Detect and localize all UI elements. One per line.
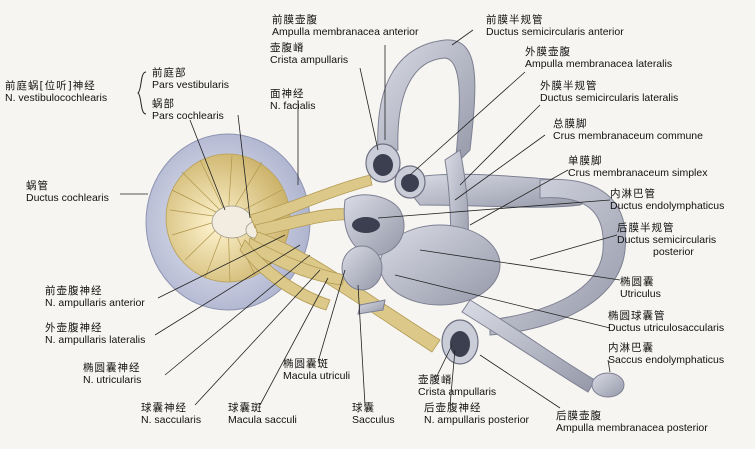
brace [137,71,147,115]
leader-lines [120,29,621,409]
modiolus [211,205,253,239]
crista-ampullaris-marks [352,154,470,357]
membranous-labyrinth [341,39,627,398]
vestibular-nerve-bundles [239,174,441,353]
